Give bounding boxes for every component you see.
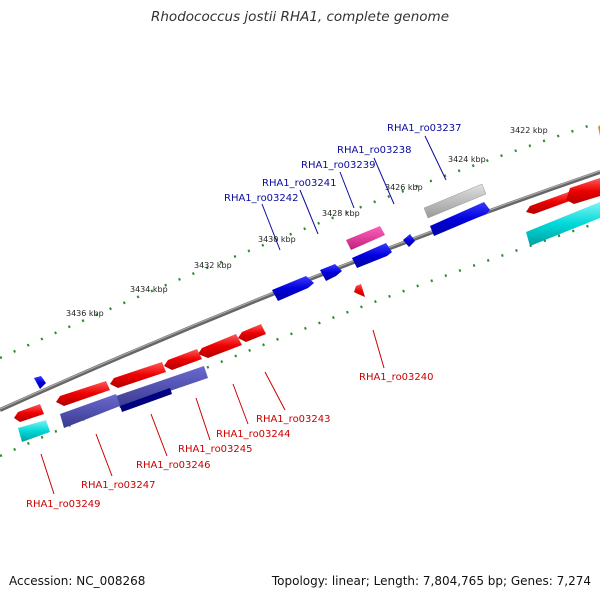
- forward-gene-labels: RHA1_ro03237 RHA1_ro03238 RHA1_ro03239 R…: [224, 123, 462, 204]
- reverse-gene-labels: RHA1_ro03240 RHA1_ro03243 RHA1_ro03244 R…: [26, 372, 434, 510]
- scale-label: 3432 kbp: [194, 261, 232, 270]
- gene-slate: [120, 388, 172, 412]
- scale-label: 3436 kbp: [66, 309, 104, 318]
- scale-label: 3426 kbp: [385, 183, 423, 192]
- gene-label: RHA1_ro03249: [26, 499, 101, 510]
- gene-arrow: [403, 234, 415, 247]
- reverse-leaders: [40, 329, 385, 495]
- gene-slate: [116, 366, 208, 408]
- scale-label: 3430 kbp: [258, 235, 296, 244]
- gene-arrow: [34, 376, 46, 389]
- map-title: Rhodococcus jostii RHA1, complete genome: [151, 9, 449, 25]
- gene-arrow: [272, 276, 314, 301]
- gene-label: RHA1_ro03237: [387, 123, 462, 134]
- gene-arrow: [110, 362, 166, 388]
- gene-label: RHA1_ro03245: [178, 444, 253, 455]
- forward-scale-track: [0, 120, 600, 360]
- gene-slate: [60, 394, 120, 428]
- gene-arrow: [430, 202, 490, 236]
- genome-summary: Topology: linear; Length: 7,804,765 bp; …: [271, 574, 591, 588]
- gene-misc: [346, 226, 385, 250]
- scale-label: 3422 kbp: [510, 126, 548, 135]
- gene-arrow: [526, 190, 578, 214]
- gene-arrow: [354, 284, 365, 297]
- gene-label: RHA1_ro03246: [136, 460, 211, 471]
- gene-arrow: [198, 334, 242, 358]
- forward-leaders: [261, 135, 447, 251]
- gene-label: RHA1_ro03242: [224, 193, 299, 204]
- gene-rrna: [18, 420, 50, 442]
- gene-arrow: [14, 404, 44, 422]
- scale-labels: 3422 kbp 3424 kbp 3426 kbp 3428 kbp 3430…: [66, 126, 548, 318]
- gene-label: RHA1_ro03247: [81, 480, 156, 491]
- gene-label: RHA1_ro03244: [216, 429, 291, 440]
- gene-arrow: [352, 243, 392, 268]
- gene-label: RHA1_ro03243: [256, 414, 331, 425]
- gene-arrow: [566, 178, 600, 204]
- gene-label: RHA1_ro03238: [337, 145, 412, 156]
- reverse-genes[interactable]: [14, 178, 600, 442]
- scale-label: 3428 kbp: [322, 209, 360, 218]
- accession-text: Accession: NC_008268: [9, 574, 146, 588]
- gene-arrow: [320, 264, 342, 281]
- gene-label: RHA1_ro03239: [301, 160, 376, 171]
- gene-arrow: [164, 349, 202, 370]
- gene-arrow: [238, 324, 266, 342]
- scale-label: 3424 kbp: [448, 155, 486, 164]
- gene-label: RHA1_ro03241: [262, 178, 337, 189]
- gene-rrna: [526, 202, 600, 246]
- forward-genes[interactable]: [34, 125, 600, 389]
- scale-label: 3434 kbp: [130, 285, 168, 294]
- gene-label: RHA1_ro03240: [359, 372, 434, 383]
- gene-pseudo: [423, 183, 487, 219]
- gene-arrow: [56, 381, 110, 406]
